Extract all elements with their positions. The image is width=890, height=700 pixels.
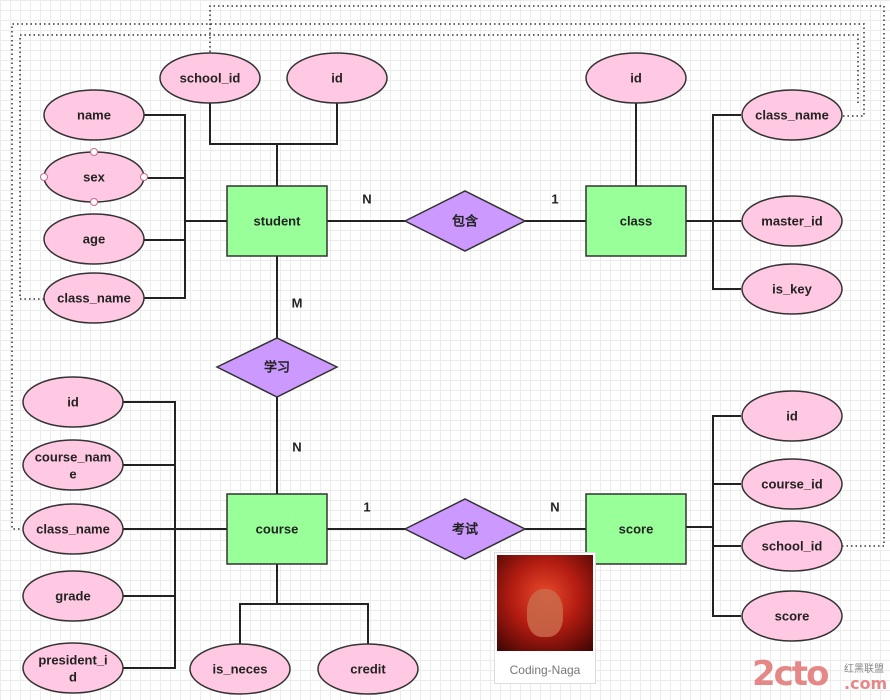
watermark-logo: 2cto 红黑联盟 .com	[752, 654, 888, 698]
cardinality-student-contains: N	[362, 192, 371, 207]
attribute-score-id[interactable]: id	[741, 390, 843, 442]
relationship-exam[interactable]: 考试	[403, 498, 527, 560]
watermark-main: 2cto	[752, 654, 829, 694]
attribute-course-id[interactable]: id	[22, 376, 124, 428]
entity-score-label: score	[619, 522, 654, 537]
watermark-tld: .com	[844, 674, 888, 693]
attribute-label: is_key	[772, 282, 813, 297]
avatar-caption: Coding-Naga	[509, 663, 581, 677]
attribute-label: id	[67, 395, 79, 410]
attribute-score-course-id[interactable]: course_id	[741, 458, 843, 510]
cardinality-course-learn: N	[292, 440, 301, 455]
attribute-label: grade	[55, 589, 90, 604]
connector-lines	[123, 102, 741, 669]
entity-class-label: class	[620, 214, 653, 229]
attribute-student-id[interactable]: id	[286, 52, 388, 104]
dotted-link-class-name-outer	[11, 23, 865, 530]
attribute-course-credit[interactable]: credit	[317, 643, 419, 695]
attribute-label: age	[83, 232, 105, 247]
attribute-label: course_id	[761, 477, 822, 492]
entity-course-label: course	[256, 522, 299, 537]
attribute-label: class_name	[57, 291, 131, 306]
relationship-learn-label: 学习	[264, 360, 290, 375]
relationship-contains-label: 包含	[452, 214, 479, 229]
entity-student[interactable]: student	[226, 185, 328, 257]
attribute-label: id	[331, 71, 343, 86]
attribute-label: score	[775, 609, 810, 624]
attribute-student-age[interactable]: age	[43, 213, 145, 265]
entity-student-label: student	[254, 214, 302, 229]
attribute-label: class_name	[36, 522, 110, 537]
attribute-label: credit	[350, 662, 386, 677]
attribute-label-line2: e	[69, 467, 76, 482]
attribute-label: id	[786, 409, 798, 424]
attribute-course-course-name[interactable]: course_nam e	[22, 439, 124, 491]
attribute-student-name[interactable]: name	[43, 89, 145, 141]
attribute-class-is-key[interactable]: is_key	[741, 263, 843, 315]
cardinality-score-exam: N	[550, 500, 559, 515]
attribute-label: is_neces	[213, 662, 268, 677]
attribute-class-master-id[interactable]: master_id	[741, 195, 843, 247]
entity-course[interactable]: course	[226, 493, 328, 565]
watermark-sub: 红黑联盟	[844, 664, 884, 675]
attribute-class-id[interactable]: id	[585, 52, 687, 104]
selection-handle-icon[interactable]	[90, 148, 98, 156]
attribute-course-class-name[interactable]: class_name	[22, 503, 124, 555]
attribute-label-line1: course_nam	[35, 450, 112, 465]
attribute-course-is-neces[interactable]: is_neces	[189, 643, 291, 695]
attribute-label-line2: d	[69, 670, 77, 685]
dotted-link-class-name-inner	[19, 34, 859, 300]
cardinality-course-exam: 1	[363, 500, 370, 515]
entity-score[interactable]: score	[585, 493, 687, 565]
attribute-label: id	[630, 71, 642, 86]
attribute-student-sex[interactable]: sex	[40, 148, 148, 206]
avatar	[497, 555, 593, 651]
attribute-student-school-id[interactable]: school_id	[159, 52, 261, 104]
attribute-label: name	[77, 108, 111, 123]
attribute-label: master_id	[761, 214, 822, 229]
attribute-course-grade[interactable]: grade	[22, 570, 124, 622]
attribute-label: school_id	[180, 71, 241, 86]
cardinality-student-learn: M	[292, 296, 303, 311]
attribute-label: class_name	[755, 108, 829, 123]
relationship-exam-label: 考试	[452, 522, 478, 537]
selection-handle-icon[interactable]	[90, 198, 98, 206]
attribute-label: school_id	[762, 539, 823, 554]
selection-handle-icon[interactable]	[140, 173, 148, 181]
attribute-score-score[interactable]: score	[741, 590, 843, 642]
cardinalities: N 1 M N 1 N	[292, 192, 560, 515]
dotted-link-school-id	[209, 5, 885, 547]
attribute-label-line1: president_i	[38, 653, 107, 668]
avatar-face-icon	[527, 589, 563, 637]
attribute-score-school-id[interactable]: school_id	[741, 520, 843, 572]
selection-handle-icon[interactable]	[40, 173, 48, 181]
attribute-label: sex	[83, 170, 105, 185]
relationship-learn[interactable]: 学习	[215, 337, 339, 398]
author-avatar-card: Coding-Naga	[494, 552, 596, 684]
attribute-class-class-name[interactable]: class_name	[741, 89, 843, 141]
relationship-contains[interactable]: 包含	[403, 190, 527, 252]
dotted-links	[11, 5, 885, 547]
attribute-course-president-id[interactable]: president_i d	[22, 642, 124, 694]
entity-class[interactable]: class	[585, 185, 687, 257]
attribute-student-class-name[interactable]: class_name	[43, 272, 145, 324]
cardinality-class-contains: 1	[551, 192, 558, 207]
